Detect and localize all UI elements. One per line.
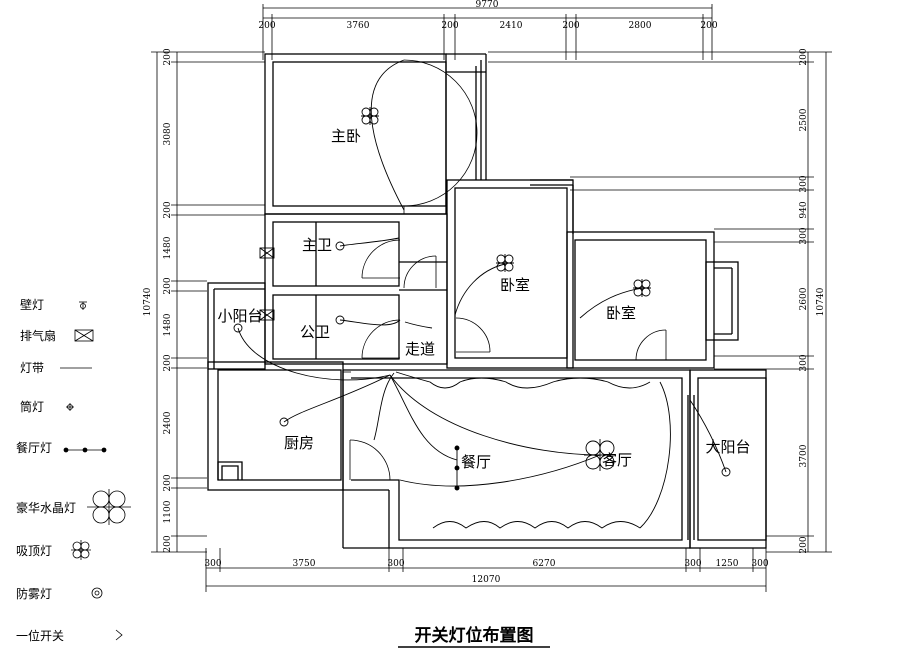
room-bedroom-2: 卧室 <box>606 304 636 322</box>
right-dim-3: 300 <box>799 175 809 192</box>
room-dining: 餐厅 <box>461 453 491 471</box>
left-dim-9: 200 <box>163 474 173 491</box>
top-dim-5: 200 <box>562 21 579 31</box>
right-dim-8: 3700 <box>799 444 809 467</box>
bottom-dim-5: 300 <box>684 559 701 569</box>
crystal-chandelier-icon <box>87 489 131 525</box>
exhaust-fan-icon <box>74 329 94 342</box>
single-switch-icon <box>115 629 123 641</box>
right-dim-9: 200 <box>799 536 809 553</box>
top-dim-1: 200 <box>258 21 275 31</box>
antifog-lamp-icon <box>91 587 103 599</box>
right-dim-4: 940 <box>799 201 809 218</box>
left-dim-6: 1480 <box>163 313 173 336</box>
top-dimensions <box>262 4 713 60</box>
right-dimensions <box>488 51 832 553</box>
left-dim-2: 3080 <box>163 122 173 145</box>
doors <box>343 59 667 481</box>
room-kitchen: 厨房 <box>284 434 314 452</box>
left-dim-10: 1100 <box>163 500 173 523</box>
room-big-balcony: 大阳台 <box>705 438 750 456</box>
top-dim-2: 3760 <box>347 21 370 31</box>
top-dim-4: 2410 <box>500 21 523 31</box>
bottom-dim-3: 300 <box>387 559 404 569</box>
bottom-dim-7: 300 <box>751 559 768 569</box>
legend-label-wall-lamp: 壁灯 <box>20 297 44 312</box>
wiring <box>237 59 727 529</box>
dining-lamp-icon <box>63 447 107 453</box>
legend-label-light-strip: 灯带 <box>20 361 44 375</box>
legend: 壁灯 排气扇 灯带 筒灯 餐厅灯 豪华水晶灯 吸顶灯 防雾灯 一位开关 <box>16 297 131 643</box>
right-dim-5: 300 <box>799 227 809 244</box>
right-dim-6: 2600 <box>799 287 809 310</box>
room-bedroom-1: 卧室 <box>500 276 530 294</box>
left-dim-11: 200 <box>163 535 173 552</box>
left-dimensions <box>151 51 265 553</box>
ceiling-lamp-icon <box>71 540 91 560</box>
left-overall-dim: 10740 <box>143 287 153 316</box>
bottom-overall-dim: 12070 <box>472 575 501 585</box>
left-dim-5: 200 <box>163 277 173 294</box>
right-dim-1: 200 <box>799 48 809 65</box>
top-dim-7: 200 <box>700 21 717 31</box>
room-small-balcony: 小阳台 <box>217 307 262 325</box>
legend-label-antifog-lamp: 防雾灯 <box>16 586 52 601</box>
left-dim-8: 2400 <box>163 411 173 434</box>
top-dim-6: 2800 <box>629 21 652 31</box>
bottom-dim-1: 300 <box>204 559 221 569</box>
wall-lamp-icon <box>79 301 87 310</box>
drawing-title: 开关灯位布置图 <box>415 625 534 646</box>
legend-label-crystal-chandelier: 豪华水晶灯 <box>16 500 76 515</box>
left-dim-7: 200 <box>163 354 173 371</box>
left-dim-4: 1480 <box>163 236 173 259</box>
fixtures <box>233 107 731 491</box>
right-dim-7: 300 <box>799 354 809 371</box>
legend-label-single-switch: 一位开关 <box>16 628 64 643</box>
top-overall-dim: 9770 <box>476 0 499 10</box>
legend-label-downlight: 筒灯 <box>20 399 44 414</box>
bottom-dim-2: 3750 <box>293 559 316 569</box>
legend-label-exhaust-fan: 排气扇 <box>20 328 56 343</box>
top-dim-3: 200 <box>441 21 458 31</box>
room-master-bath: 主卫 <box>302 236 332 254</box>
bottom-dim-4: 6270 <box>533 559 556 569</box>
room-corridor: 走道 <box>405 340 435 358</box>
left-dim-1: 200 <box>163 48 173 65</box>
right-dim-2: 2500 <box>799 108 809 131</box>
left-dim-3: 200 <box>163 201 173 218</box>
right-overall-dim: 10740 <box>816 287 826 316</box>
room-master-bedroom: 主卧 <box>331 127 361 145</box>
room-living: 客厅 <box>602 451 632 469</box>
walls <box>207 53 767 549</box>
bottom-dimensions <box>205 548 767 592</box>
bottom-dim-6: 1250 <box>716 559 739 569</box>
legend-label-dining-lamp: 餐厅灯 <box>16 440 52 455</box>
room-public-bath: 公卫 <box>300 323 330 341</box>
legend-label-ceiling-lamp: 吸顶灯 <box>16 544 52 558</box>
downlight-icon <box>66 403 74 411</box>
